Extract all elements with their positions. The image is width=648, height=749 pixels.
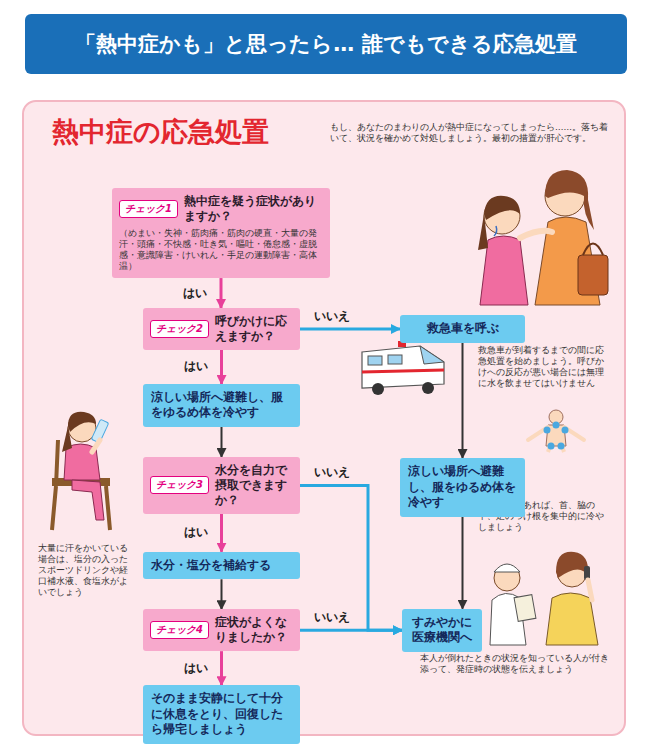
flow-arrow: [221, 579, 223, 609]
branch-label: いいえ: [312, 308, 352, 325]
question-text: 水分を自力で摂取できますか？: [215, 463, 293, 508]
page-title: 「熱中症かも」と思ったら… 誰でもできる応急処置: [25, 14, 627, 74]
branch-label: はい: [181, 285, 209, 302]
flow-arrow: [300, 629, 402, 632]
branch-label: いいえ: [312, 609, 352, 626]
action-text: 水分・塩分を補給する: [151, 558, 292, 574]
check-tag: チェック1: [119, 200, 178, 218]
check-tag: チェック3: [150, 476, 209, 494]
question-text: 症状がよくなりましたか？: [215, 615, 293, 645]
hospital-note: 本人が倒れたときの状況を知っている人が付き添って、発症時の状態を伝えましょう: [420, 653, 610, 675]
flow-arrow: [300, 485, 402, 630]
flow-arrow: [221, 427, 223, 457]
flow-arrow: [462, 343, 464, 458]
branch-label: はい: [182, 358, 210, 375]
title-banner: 「熱中症かも」と思ったら… 誰でもできる応急処置: [25, 14, 627, 74]
woman-and-girl-illustration: [478, 170, 608, 305]
hydration-note: 大量に汗をかいている場合は、塩分の入ったスポーツドリンクや経口補水液、食塩水がよ…: [38, 543, 134, 598]
check-tag: チェック4: [150, 621, 209, 639]
check-box: チェック3 水分を自力で摂取できますか？: [143, 457, 300, 514]
ambulance-illustration: [362, 341, 444, 395]
branch-label: はい: [182, 660, 210, 677]
emergency-box: 救急車を呼ぶ: [400, 315, 525, 343]
action-box: そのまま安静にして十分に休息をとり、回復したら帰宅しましょう: [143, 685, 300, 744]
action-text: 涼しい場所へ避難し、服をゆるめ体を冷やす: [408, 464, 517, 511]
branch-label: いいえ: [312, 464, 352, 481]
girl-drinking-illustration: [52, 412, 110, 530]
flow-arrow: [220, 278, 223, 308]
check-box: チェック4 症状がよくなりましたか？: [143, 609, 300, 651]
action-text: そのまま安静にして十分に休息をとり、回復したら帰宅しましょう: [151, 691, 292, 738]
flow-arrow: [220, 514, 223, 552]
cooling-points-figure: [528, 410, 584, 452]
section-heading: 熱中症の応急処置: [52, 116, 322, 148]
emergency-box: すみやかに医療機関へ: [402, 609, 482, 652]
action-text: すみやかに医療機関へ: [410, 615, 474, 646]
question-text: 呼びかけに応えますか？: [215, 314, 293, 344]
action-box: 涼しい場所へ避難し、服をゆるめ体を冷やす: [143, 384, 300, 427]
check-tag: チェック2: [150, 320, 209, 338]
flow-arrow: [462, 517, 464, 609]
nurse-and-caller-illustration: [490, 552, 598, 645]
action-text: 救急車を呼ぶ: [408, 321, 517, 337]
ambulance-note: 救急車が到着するまでの間に応急処置を始めましょう。呼びかけへの反応が悪い場合には…: [478, 345, 606, 389]
intro-note: もし、あなたのまわりの人が熱中症になってしまったら……。落ち着いて、状況を確かめ…: [330, 122, 615, 144]
symptom-list: （めまい・失神・筋肉痛・筋肉の硬直・大量の発汗・頭痛・不快感・吐き気・嘔吐・倦怠…: [119, 228, 323, 272]
emergency-box: 涼しい場所へ避難し、服をゆるめ体を冷やす: [400, 458, 525, 517]
flow-arrow: [300, 328, 400, 331]
check-box: チェック1 熱中症を疑う症状がありますか？ （めまい・失神・筋肉痛・筋肉の硬直・大量…: [112, 188, 330, 278]
question-text: 熱中症を疑う症状がありますか？: [184, 194, 323, 224]
action-box: 水分・塩分を補給する: [143, 552, 300, 580]
action-text: 涼しい場所へ避難し、服をゆるめ体を冷やす: [151, 390, 292, 421]
flow-arrow: [220, 651, 223, 685]
branch-label: はい: [182, 524, 210, 541]
flow-arrow: [220, 350, 223, 384]
check-box: チェック2 呼びかけに応えますか？: [143, 308, 300, 350]
